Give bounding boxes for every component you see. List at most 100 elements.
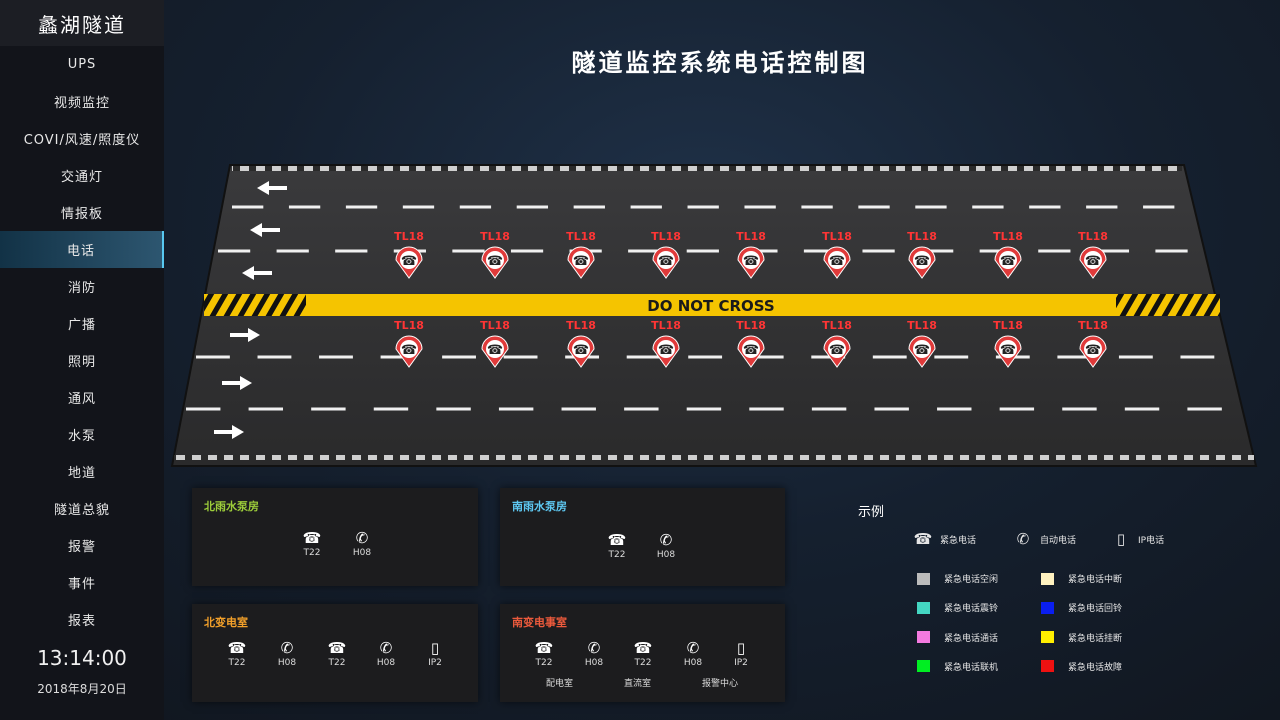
sidebar-item-6[interactable]: 消防 <box>67 281 96 296</box>
device-auto-phone[interactable]: ✆H08 <box>342 530 382 558</box>
legend-label: 紧急电话联机 <box>944 662 999 673</box>
ip-phone-icon: ▯ <box>430 639 440 657</box>
lane-dash <box>624 407 659 411</box>
lane-dash <box>811 407 847 411</box>
phone-marker-upper-pin-face <box>657 251 675 269</box>
sidebar-item-7[interactable]: 广播 <box>67 318 96 333</box>
emergency-phone-icon: ☎ <box>607 531 627 549</box>
lane-dash <box>1187 407 1222 411</box>
sidebar-item-4[interactable]: 情报板 <box>60 207 103 222</box>
lane-dash <box>744 205 776 209</box>
sidebar-item-1[interactable]: 视频监控 <box>53 96 110 111</box>
device-emergency-phone[interactable]: ☎T22 <box>292 530 332 558</box>
sidebar-item-12[interactable]: 隧道总貌 <box>53 503 110 518</box>
sidebar-item-9[interactable]: 通风 <box>67 392 96 407</box>
legend-label: 紧急电话挂断 <box>1068 633 1123 644</box>
sidebar-item-10[interactable]: 水泵 <box>67 429 96 444</box>
emergency-phone-icon: ☎ <box>1000 254 1016 269</box>
sidebar-item-13[interactable]: 报警 <box>67 540 96 555</box>
lane-dash <box>1038 249 1071 253</box>
device-emergency-phone[interactable]: ☎T22 <box>623 640 663 668</box>
lane-dash <box>276 249 309 253</box>
device-emergency-phone[interactable]: ☎T22 <box>597 532 637 560</box>
sidebar-item-0[interactable]: UPS <box>67 57 97 72</box>
arrow-right-icon <box>214 425 244 439</box>
lane-dash <box>402 205 435 209</box>
room-label: 直流室 <box>624 679 652 689</box>
emergency-phone-icon: ☎ <box>573 254 589 269</box>
emergency-phone-icon: ☎ <box>743 254 759 269</box>
lane-dash <box>232 205 264 209</box>
auto-phone-icon: ✆ <box>587 639 601 657</box>
sidebar-item-15[interactable]: 报表 <box>67 614 96 629</box>
sidebar-item-2[interactable]: COVI/风速/照度仪 <box>23 133 141 148</box>
page-title: 隧道监控系统电话控制图 <box>571 49 869 77</box>
room-panel: 北雨水泵房 <box>192 488 478 586</box>
phone-marker-lower-pin-face <box>742 340 760 358</box>
lane-dash <box>934 355 969 359</box>
device-ip-phone[interactable]: ▯IP2 <box>721 640 761 668</box>
road-outline <box>170 164 1258 467</box>
phone-marker-upper-pin-face <box>999 251 1017 269</box>
legend-icon-item: ▯IP电话 <box>1110 530 1164 548</box>
device-label: IP2 <box>734 658 748 668</box>
device-auto-phone[interactable]: ✆H08 <box>267 640 307 668</box>
emergency-phone-icon: ☎ <box>1000 343 1016 358</box>
phone-marker-lower-tag: TL18 <box>736 319 766 332</box>
center-tape-label: DO NOT CROSS <box>647 297 774 315</box>
phone-marker-upper-tag: TL18 <box>651 230 681 243</box>
legend-color-item: 紧急电话中断 <box>1041 572 1122 585</box>
lane-dash <box>335 249 368 253</box>
sidebar-item-14[interactable]: 事件 <box>67 577 96 592</box>
emergency-phone-icon: ☎ <box>327 639 347 657</box>
device-label: T22 <box>634 658 652 668</box>
lane-dash <box>630 205 662 209</box>
device-label: T22 <box>608 550 626 560</box>
panel-title: 北雨水泵房 <box>204 500 259 513</box>
device-auto-phone[interactable]: ✆H08 <box>574 640 614 668</box>
lane-dash <box>811 355 846 359</box>
phone-marker-upper-tag: TL18 <box>566 230 596 243</box>
emergency-phone-icon: ☎ <box>487 343 503 358</box>
legend-swatch <box>917 572 930 585</box>
device-emergency-phone[interactable]: ☎T22 <box>317 640 357 668</box>
phone-marker-upper-tag: TL18 <box>736 230 766 243</box>
phone-marker-lower-pin-face <box>1084 340 1102 358</box>
sidebar-item-3[interactable]: 交通灯 <box>60 170 103 185</box>
lane-dash <box>459 205 492 209</box>
lane-dash <box>749 355 784 359</box>
device-emergency-phone[interactable]: ☎T22 <box>217 640 257 668</box>
device-auto-phone[interactable]: ✆H08 <box>646 532 686 560</box>
lane-dash <box>373 407 409 411</box>
panel-title: 北变电室 <box>204 616 248 629</box>
ip-phone-icon: ▯ <box>1116 530 1126 548</box>
lane-dash <box>248 407 284 411</box>
phone-marker-lower-tag: TL18 <box>651 319 681 332</box>
lane-dash <box>1029 205 1061 209</box>
sidebar-item-5[interactable]: 电话 <box>0 231 164 268</box>
lane-dash <box>921 249 954 253</box>
legend-label: 紧急电话 <box>940 535 977 546</box>
emergency-phone-icon: ☎ <box>401 254 417 269</box>
lane-dash <box>1143 205 1175 209</box>
phone-marker-lower-pin-face <box>828 340 846 358</box>
emergency-phone-icon: ☎ <box>1085 254 1101 269</box>
auto-phone-icon: ✆ <box>379 639 393 657</box>
device-auto-phone[interactable]: ✆H08 <box>366 640 406 668</box>
device-auto-phone[interactable]: ✆H08 <box>673 640 713 668</box>
clock-date: 2018年8月20日 <box>37 682 127 696</box>
phone-marker-lower-tag: TL18 <box>907 319 937 332</box>
arrow-left-icon <box>257 181 287 195</box>
lane-dash <box>503 355 538 359</box>
sidebar-item-11[interactable]: 地道 <box>67 466 96 481</box>
lane-dash <box>1057 355 1092 359</box>
lane-dash <box>561 407 596 411</box>
device-emergency-phone[interactable]: ☎T22 <box>524 640 564 668</box>
lane-dash <box>319 355 353 359</box>
device-ip-phone[interactable]: ▯IP2 <box>415 640 455 668</box>
lane-dash <box>858 205 890 209</box>
lane-dash <box>872 355 907 359</box>
sidebar-item-8[interactable]: 照明 <box>67 355 96 370</box>
hazard-left <box>204 294 306 316</box>
